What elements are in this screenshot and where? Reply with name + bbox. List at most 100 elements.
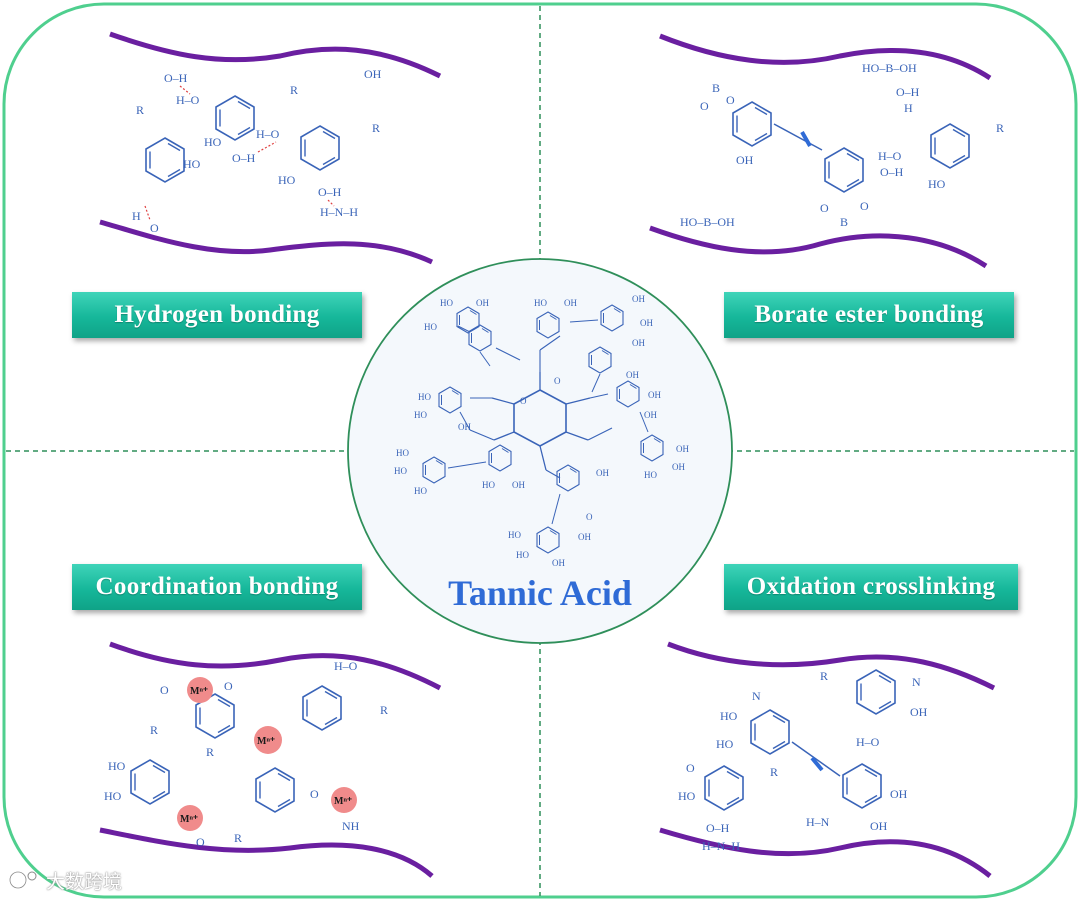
svg-text:HO: HO <box>716 737 734 751</box>
svg-text:OH: OH <box>870 819 888 833</box>
metal-ion <box>254 726 282 754</box>
svg-text:HO: HO <box>418 392 431 402</box>
svg-text:R: R <box>290 83 298 97</box>
svg-text:O–H: O–H <box>232 151 256 165</box>
svg-text:Mⁿ⁺: Mⁿ⁺ <box>180 814 198 825</box>
svg-text:HO: HO <box>396 448 409 458</box>
polymer-chain <box>659 33 992 81</box>
svg-text:R: R <box>150 723 158 737</box>
svg-text:O: O <box>150 221 159 235</box>
svg-text:R: R <box>136 103 144 117</box>
polymer-chain <box>667 641 996 691</box>
watermark-text: 大数跨境 <box>46 870 123 893</box>
watermark: 大数跨境 <box>12 866 122 894</box>
hydrogen-bonding-scheme: O–HH–O RHO H–OO–H RHO HO RHO O–HH–N–H OH <box>99 31 442 265</box>
svg-text:O: O <box>586 512 593 522</box>
svg-text:O: O <box>520 396 527 406</box>
svg-text:OH: OH <box>644 410 657 420</box>
svg-text:HO: HO <box>678 789 696 803</box>
svg-text:OH: OH <box>476 298 489 308</box>
svg-text:R: R <box>380 703 388 717</box>
svg-text:O: O <box>820 201 829 215</box>
polymer-chain <box>99 219 434 265</box>
svg-text:HO: HO <box>424 322 437 332</box>
svg-text:H: H <box>132 209 141 223</box>
svg-text:O: O <box>554 376 561 386</box>
svg-text:HO: HO <box>414 410 427 420</box>
svg-text:HO: HO <box>482 480 495 490</box>
svg-text:OH: OH <box>626 370 639 380</box>
svg-text:OH: OH <box>512 480 525 490</box>
polymer-chain <box>99 827 434 878</box>
svg-text:HO: HO <box>108 759 126 773</box>
svg-text:O–H: O–H <box>318 185 342 199</box>
svg-text:O: O <box>160 683 169 697</box>
svg-text:HO: HO <box>394 466 407 476</box>
svg-text:O–H: O–H <box>706 821 730 835</box>
svg-text:R: R <box>996 121 1004 135</box>
metal-ion <box>187 677 213 703</box>
svg-text:OH: OH <box>364 67 382 81</box>
svg-text:O–H: O–H <box>880 165 904 179</box>
svg-text:HO: HO <box>104 789 122 803</box>
svg-text:Mⁿ⁺: Mⁿ⁺ <box>190 686 208 697</box>
svg-text:H–N: H–N <box>806 815 830 829</box>
svg-text:HO: HO <box>508 530 521 540</box>
svg-text:R: R <box>372 121 380 135</box>
svg-text:N: N <box>912 675 921 689</box>
svg-text:R: R <box>234 831 242 845</box>
svg-text:O–H: O–H <box>164 71 188 85</box>
svg-text:NH: NH <box>342 819 360 833</box>
svg-text:H–N–H: H–N–H <box>320 205 358 219</box>
svg-text:HO: HO <box>278 173 296 187</box>
svg-text:HO: HO <box>534 298 547 308</box>
svg-text:OH: OH <box>458 422 471 432</box>
svg-text:H–O: H–O <box>878 149 902 163</box>
svg-text:R: R <box>820 669 828 683</box>
svg-text:OH: OH <box>632 294 645 304</box>
svg-text:OH: OH <box>640 318 653 328</box>
svg-text:O–H: O–H <box>896 85 920 99</box>
svg-text:O: O <box>700 99 709 113</box>
svg-text:H–O: H–O <box>176 93 200 107</box>
polymer-chain <box>659 827 992 878</box>
svg-text:Mⁿ⁺: Mⁿ⁺ <box>334 796 352 807</box>
svg-text:HO: HO <box>644 470 657 480</box>
center-circle <box>347 258 733 644</box>
svg-text:OH: OH <box>648 390 661 400</box>
svg-text:B: B <box>712 81 720 95</box>
svg-text:HO: HO <box>720 709 738 723</box>
svg-text:O: O <box>196 835 205 849</box>
svg-text:HO: HO <box>183 157 201 171</box>
svg-text:OH: OH <box>676 444 689 454</box>
oxidation-crosslinking-label: Oxidation crosslinking <box>724 564 1018 610</box>
svg-text:HO: HO <box>440 298 453 308</box>
svg-text:O: O <box>726 93 735 107</box>
borate-ester-bonding-label: Borate ester bonding <box>724 292 1014 338</box>
svg-text:R: R <box>770 765 778 779</box>
svg-text:O: O <box>310 787 319 801</box>
svg-text:O: O <box>686 761 695 775</box>
center-title: Tannic Acid <box>448 573 632 613</box>
svg-text:HO: HO <box>928 177 946 191</box>
svg-text:HO–B–OH: HO–B–OH <box>680 215 735 229</box>
svg-text:H–N–H: H–N–H <box>702 839 740 853</box>
polymer-chain <box>109 641 442 691</box>
svg-text:Mⁿ⁺: Mⁿ⁺ <box>257 736 275 747</box>
svg-text:OH: OH <box>564 298 577 308</box>
metal-ion <box>331 787 357 813</box>
svg-text:OH: OH <box>552 558 565 568</box>
svg-text:OH: OH <box>578 532 591 542</box>
tannic-acid-structure <box>422 304 664 554</box>
svg-text:H–O: H–O <box>256 127 280 141</box>
svg-text:HO–B–OH: HO–B–OH <box>862 61 917 75</box>
watermark-logo-icon <box>8 870 37 890</box>
svg-text:H–O: H–O <box>334 659 358 673</box>
svg-text:O: O <box>224 679 233 693</box>
svg-text:B: B <box>840 215 848 229</box>
